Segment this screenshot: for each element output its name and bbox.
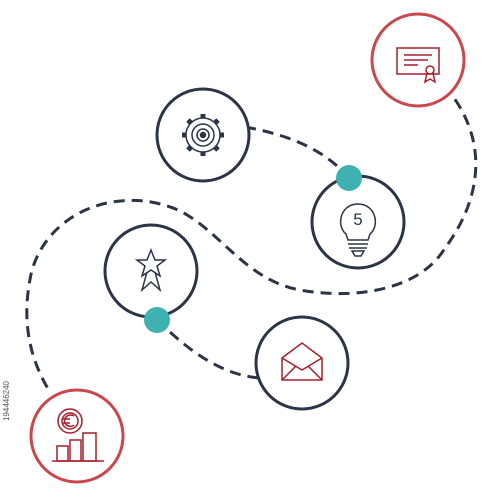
dashed-connector-gear-bulb	[244, 125, 351, 179]
node-ring-mail	[254, 315, 350, 411]
bulb-number-label: 5	[353, 210, 362, 229]
stock-id-text: 194446240	[2, 380, 11, 422]
teal-dot-upper	[336, 165, 362, 191]
node-ring-chart	[29, 388, 125, 484]
euro-chart-icon	[52, 408, 104, 462]
teal-dot-lower	[144, 307, 170, 333]
envelope-icon	[281, 342, 323, 381]
dashed-connector-award-mail	[155, 318, 261, 380]
certificate-icon	[396, 47, 440, 84]
node-ring-award	[103, 223, 199, 319]
dashed-path	[25, 84, 478, 393]
star-award-icon	[134, 247, 168, 293]
gear-icon	[182, 114, 224, 156]
lightbulb-icon	[339, 203, 377, 257]
